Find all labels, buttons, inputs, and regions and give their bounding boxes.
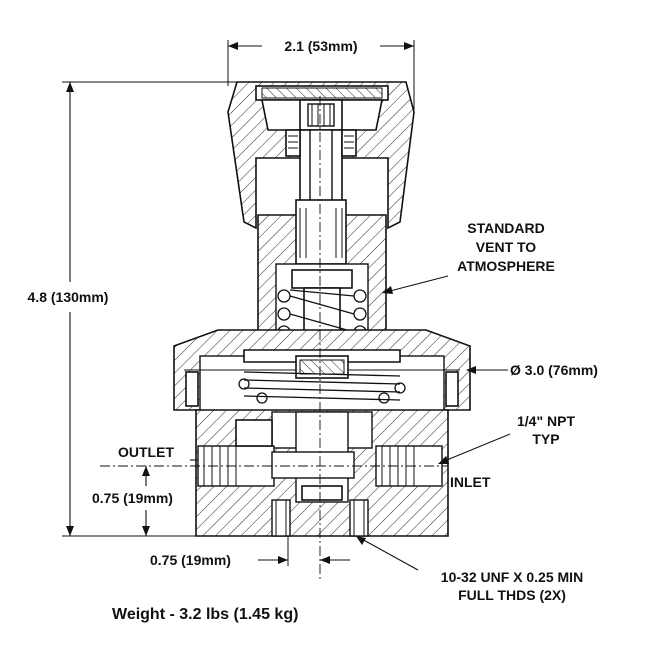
vent-label-line1: STANDARD xyxy=(467,220,545,236)
top-width-dimension xyxy=(227,40,415,112)
npt-label-line1: 1/4" NPT xyxy=(517,413,575,429)
diaphragm-housing xyxy=(173,329,471,413)
overall-height-dimension xyxy=(62,81,237,537)
top-width-label: 2.1 (53mm) xyxy=(284,38,357,54)
npt-label-line2: TYP xyxy=(532,431,559,447)
outlet-label: OUTLET xyxy=(118,444,174,460)
port-offset-label: 0.75 (19mm) xyxy=(150,552,231,568)
bonnet xyxy=(257,129,387,351)
inlet-label: INLET xyxy=(450,474,491,490)
lower-spring xyxy=(238,371,406,404)
weight-label: Weight - 3.2 lbs (1.45 kg) xyxy=(112,606,298,623)
overall-height-label: 4.8 (130mm) xyxy=(28,289,109,305)
vent-label-line3: ATMOSPHERE xyxy=(457,258,555,274)
callout-leaders xyxy=(190,275,511,571)
thread-label-line1: 10-32 UNF X 0.25 MIN xyxy=(441,569,583,585)
body-diameter-label: Ø 3.0 (76mm) xyxy=(510,362,598,378)
thread-label-line2: FULL THDS (2X) xyxy=(458,587,566,603)
port-offset-dimension xyxy=(258,536,350,566)
vent-label-line2: VENT TO xyxy=(476,239,537,255)
port-height-label: 0.75 (19mm) xyxy=(92,490,173,506)
regulator-body xyxy=(195,409,449,537)
port-height-dimension xyxy=(142,466,150,536)
